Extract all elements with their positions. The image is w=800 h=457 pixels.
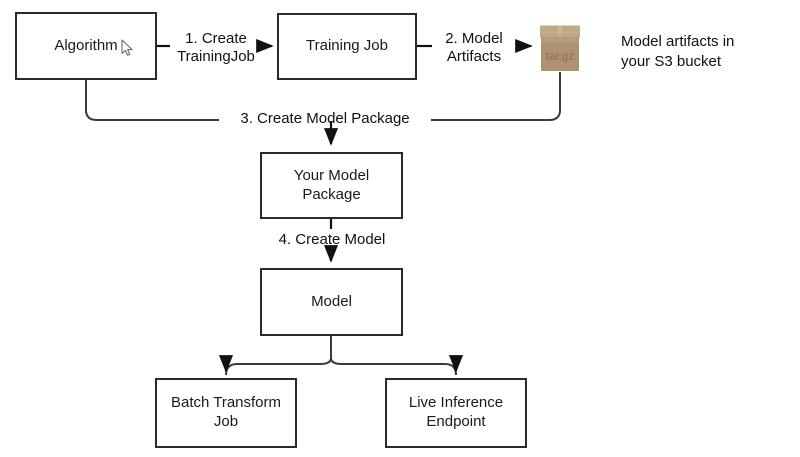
node-your-model-package[interactable]: Your Model Package xyxy=(260,152,403,219)
node-model[interactable]: Model xyxy=(260,268,403,336)
note-s3-artifacts: Model artifacts in your S3 bucket xyxy=(621,33,735,71)
edge-label-create-model-package: 3. Create Model Package xyxy=(240,110,410,127)
wire-model-to-live-inference xyxy=(330,357,457,376)
wire-archive-to-model-package xyxy=(431,72,561,121)
archive-label: tar.gz xyxy=(546,51,574,63)
wire-algorithm-to-model-package xyxy=(85,80,219,121)
node-live-inference-endpoint[interactable]: Live Inference Endpoint xyxy=(385,378,527,448)
wire-model-to-batch-transform xyxy=(225,357,332,376)
edge-label-create-model: 4. Create Model xyxy=(278,231,386,248)
edge-label-model-artifacts: 2. Model Artifacts xyxy=(445,30,503,65)
node-batch-transform-job[interactable]: Batch Transform Job xyxy=(155,378,297,448)
tar-gz-archive-icon[interactable]: tar.gz xyxy=(539,24,581,72)
mouse-pointer-icon xyxy=(121,39,134,57)
edge-label-create-training-job: 1. Create TrainingJob xyxy=(177,30,255,65)
node-training-job[interactable]: Training Job xyxy=(277,13,417,80)
node-algorithm[interactable]: Algorithm xyxy=(15,12,157,80)
